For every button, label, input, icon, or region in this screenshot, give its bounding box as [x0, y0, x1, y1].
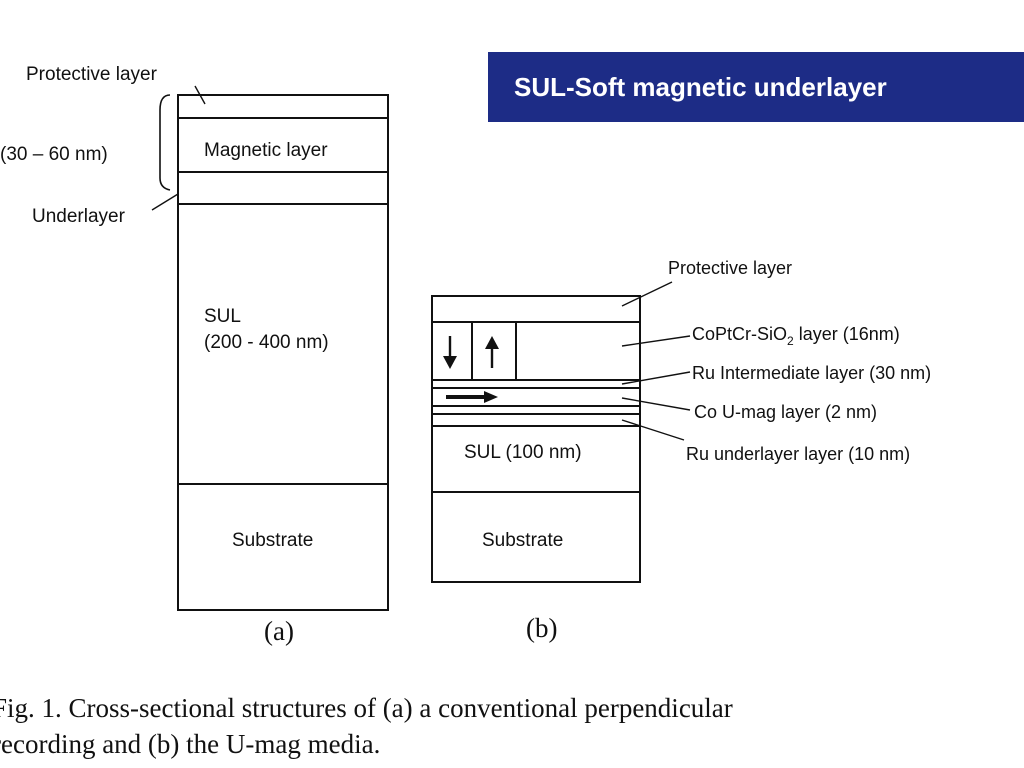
magnetization-arrows [443, 336, 499, 403]
up-arrow-icon [485, 336, 499, 368]
a-substrate-label: Substrate [232, 530, 313, 551]
a-thickness-label: (30 – 60 nm) [0, 144, 108, 165]
thickness-brace [159, 94, 171, 191]
b-ru-intermediate-label: Ru Intermediate layer (30 nm) [692, 363, 931, 383]
b-ru-underlayer-label: Ru underlayer layer (10 nm) [686, 444, 910, 464]
panel-a-stack [151, 85, 389, 611]
panel-a-outline [177, 94, 389, 611]
b-protective-layer-label: Protective layer [668, 258, 792, 278]
figure-caption: Fig. 1. Cross-sectional structures of (a… [0, 690, 1024, 762]
caption-line-2: recording and (b) the U-mag media. [0, 729, 381, 759]
panel-b-caption-label: (b) [526, 613, 557, 643]
b-sul-label: SUL (100 nm) [464, 442, 582, 463]
a-protective-layer-label: Protective layer [26, 64, 158, 85]
a-magnetic-layer-label: Magnetic layer [204, 140, 328, 161]
down-arrow-icon [443, 336, 457, 369]
panel-a-caption-label: (a) [264, 616, 294, 646]
a-underlayer-label: Underlayer [32, 206, 126, 227]
panel-b-outline [431, 295, 641, 583]
panel-b-stack [431, 281, 691, 583]
b-co-umag-label: Co U-mag layer (2 nm) [694, 402, 877, 422]
a-sul-thickness-label: (200 - 400 nm) [204, 332, 329, 353]
a-sul-label: SUL [204, 306, 241, 327]
caption-line-1: Fig. 1. Cross-sectional structures of (a… [0, 693, 733, 723]
b-coptcr-layer-label: CoPtCr-SiO2 layer (16nm) [692, 324, 900, 348]
title-banner: SUL-Soft magnetic underlayer [488, 52, 1024, 122]
right-arrow-icon [446, 391, 498, 403]
b-substrate-label: Substrate [482, 530, 563, 551]
